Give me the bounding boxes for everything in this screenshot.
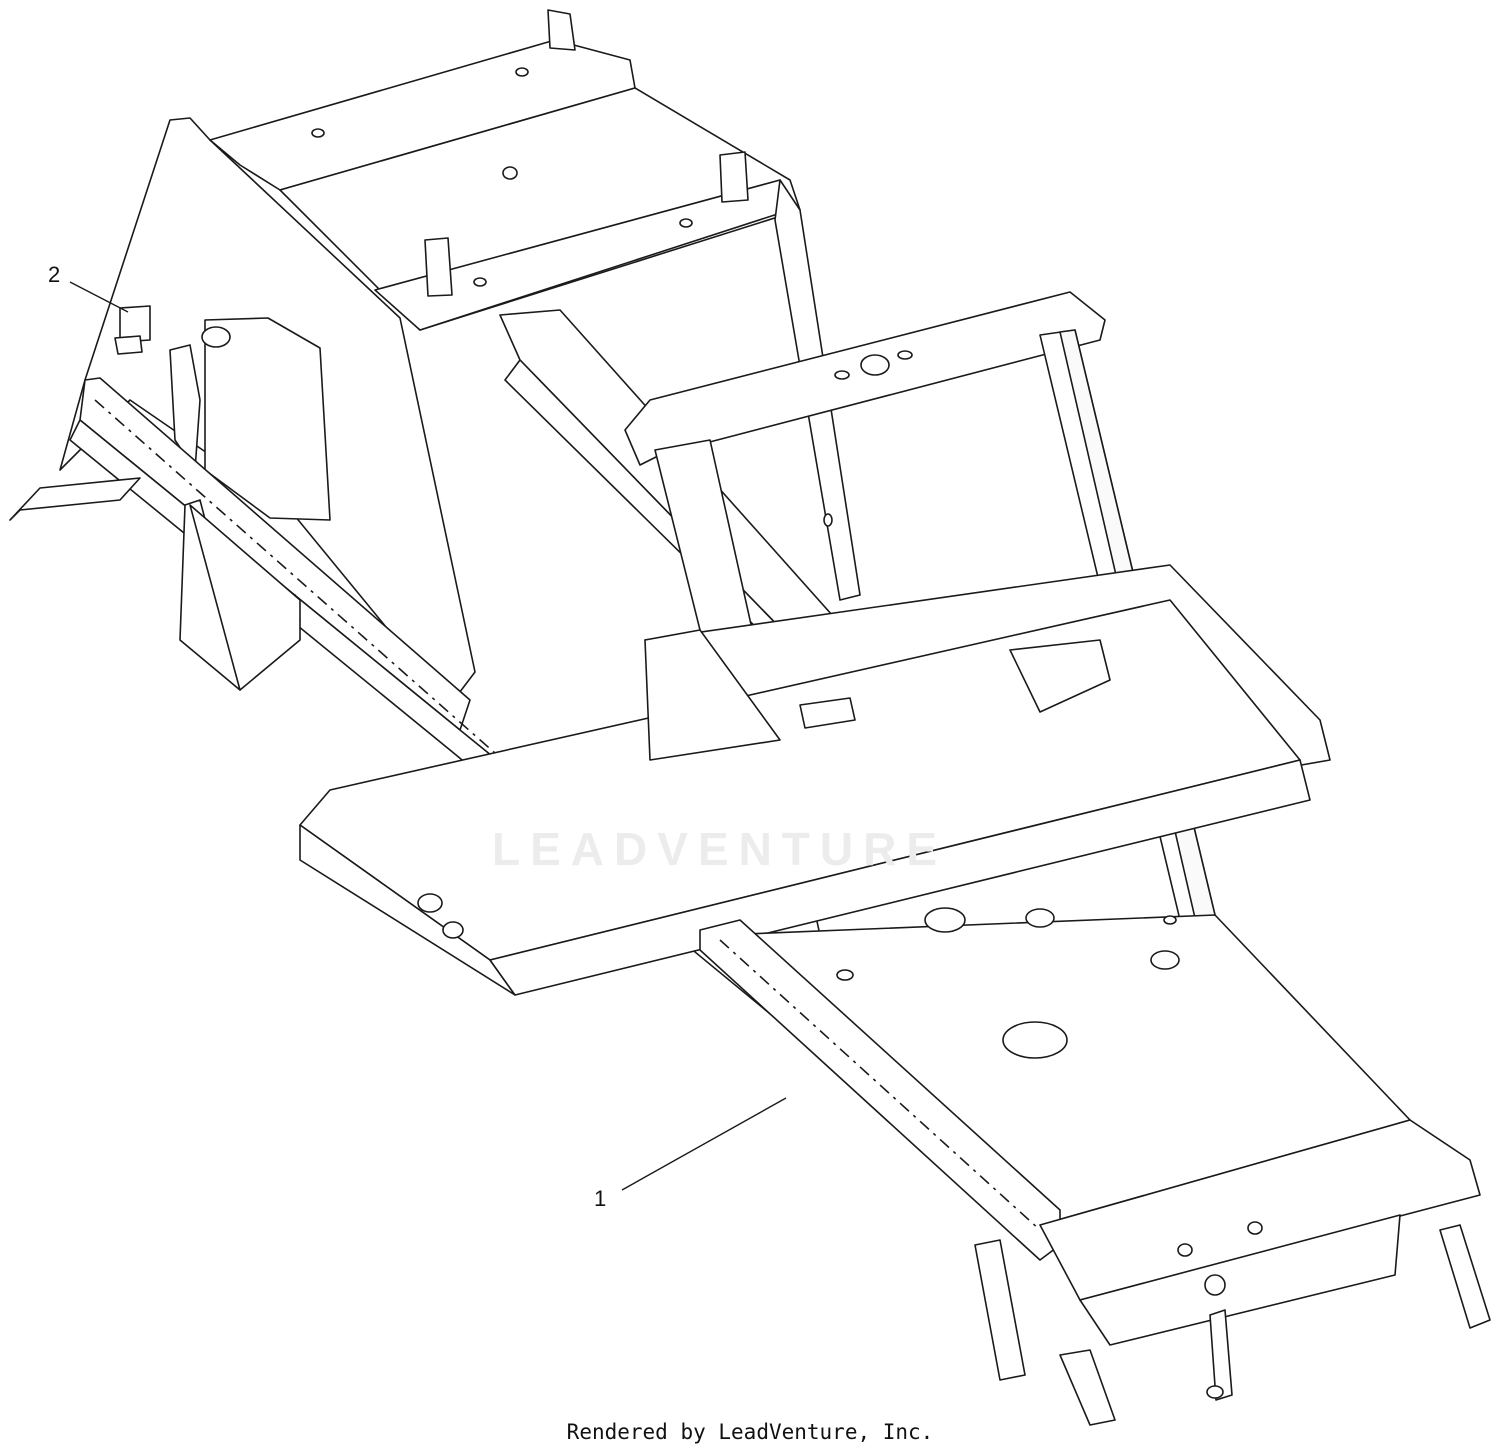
left-side-panel: [59, 117, 476, 706]
left-front-bracket: [9, 477, 301, 691]
footer-credit: Rendered by LeadVenture, Inc.: [566, 1420, 934, 1444]
callout-1-label: 1: [594, 1186, 607, 1211]
front-end-assembly: [974, 1119, 1491, 1426]
callout-2-leader: [69, 281, 129, 313]
callout-2-label: 2: [48, 262, 61, 287]
rear-cross-member: [209, 9, 801, 331]
watermark-text: LEADVENTURE: [492, 823, 948, 875]
middle-deck: [299, 564, 1331, 996]
callout-1-leader: [621, 1097, 787, 1191]
